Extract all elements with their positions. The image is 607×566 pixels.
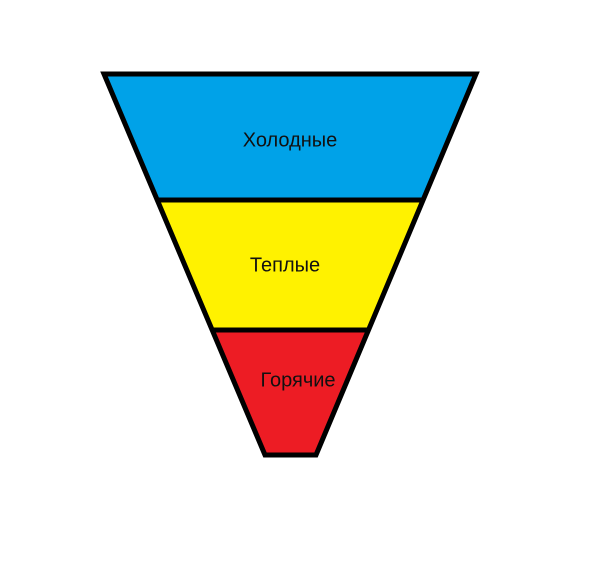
funnel-outline: [100, 71, 480, 458]
funnel-stage-warm: [158, 200, 423, 330]
funnel-stage-cold-label: Холодные: [243, 129, 338, 151]
funnel-stage-warm-label: Теплые: [250, 254, 320, 276]
funnel-stage-cold: [104, 74, 476, 200]
funnel-stage-hot-label: Горячие: [260, 369, 335, 391]
